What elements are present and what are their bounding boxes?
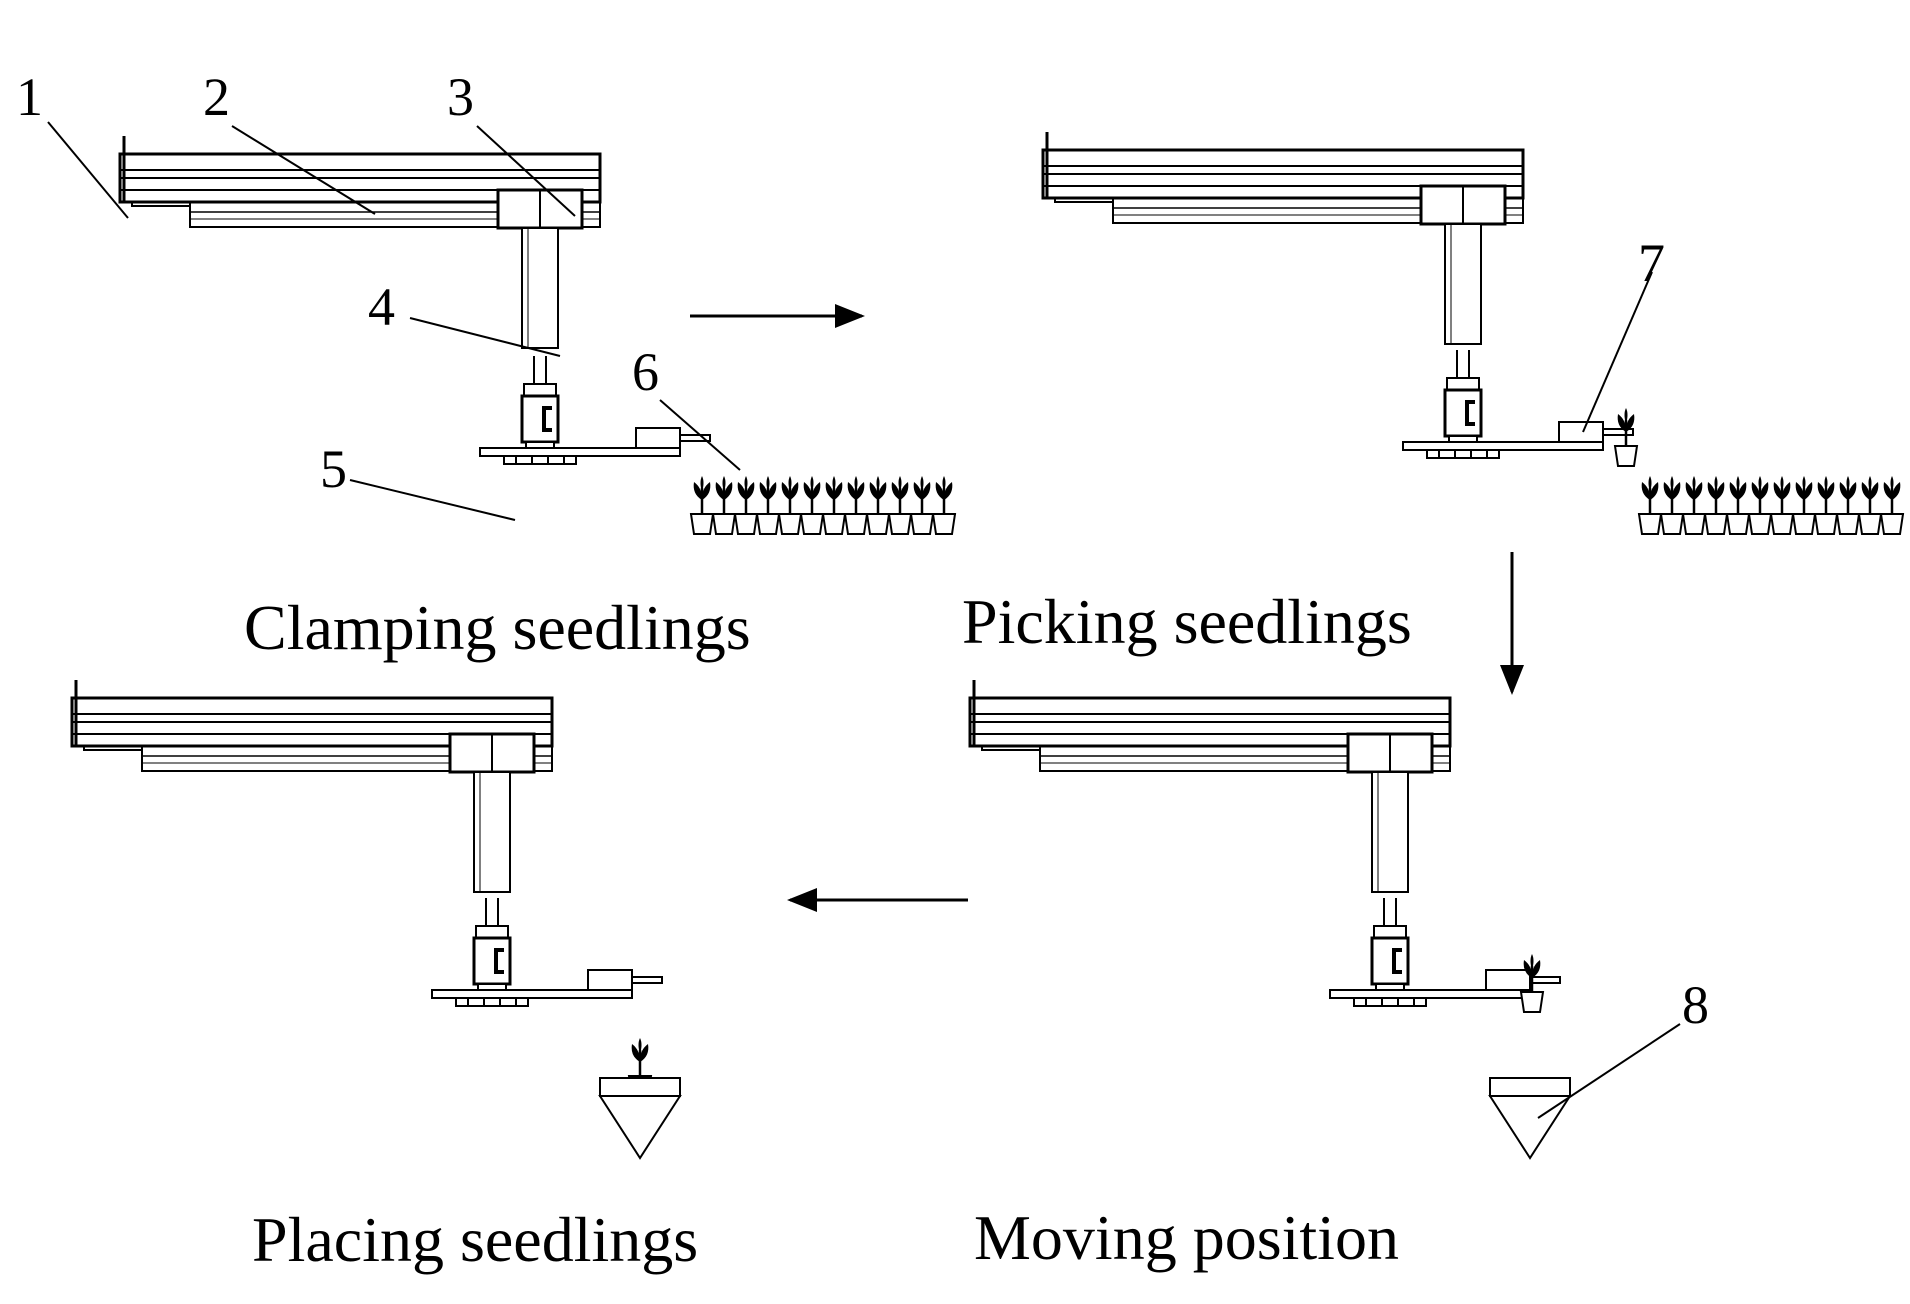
tray-seedling [1835,474,1861,536]
held-seedling-2 [1613,406,1639,468]
tray-seedling [1659,474,1685,536]
leader-1 [47,121,129,219]
end-effector-3 [1328,896,1562,1008]
caption-moving-position: Moving position [974,1202,1399,1273]
tray-seedling [1879,474,1905,536]
part-label-3: 3 [447,67,474,127]
panel-picking [1041,130,1905,536]
gantry-4 [70,678,554,894]
tray-seedling [1769,474,1795,536]
tray-seedling [821,474,847,536]
tray-seedling [733,474,759,536]
panel-clamping [118,134,957,536]
tray-seedling [1725,474,1751,536]
caption-clamping-seedlings: Clamping seedlings [244,592,751,663]
tray-seedling [931,474,957,536]
tray-seedling [909,474,935,536]
tray-seedling [887,474,913,536]
leader-4 [409,317,561,357]
seedling-tray-2 [1637,474,1905,536]
leader-2 [231,125,376,215]
tray-seedling [1813,474,1839,536]
leader-7 [1582,271,1653,433]
part-label-2: 2 [203,67,230,127]
panel-moving [968,678,1571,1159]
tray-seedling [689,474,715,536]
tray-seedling [1857,474,1883,536]
part-label-6: 6 [632,342,659,402]
tray-seedling [1681,474,1707,536]
end-effector-2 [1401,348,1635,460]
leader-3 [476,125,576,217]
part-label-4: 4 [368,277,395,337]
tray-seedling [843,474,869,536]
leader-5 [349,479,516,521]
gantry-3 [968,678,1452,894]
transplant-cup-3 [1489,1077,1571,1159]
tray-seedling [1791,474,1817,536]
tray-seedling [799,474,825,536]
seedling-tray-1 [689,474,957,536]
panel-placing [70,678,681,1159]
tray-seedling [777,474,803,536]
leader-6 [659,399,741,471]
leader-lines [47,121,1681,1119]
caption-placing-seedlings: Placing seedlings [252,1204,699,1275]
caption-picking-seedlings: Picking seedlings [962,586,1412,657]
tray-seedling [1703,474,1729,536]
gantry-1 [118,134,602,350]
gantry-2 [1041,130,1525,346]
end-effector-4 [430,896,664,1008]
tray-seedling [1637,474,1663,536]
transplant-cup-4 [599,1077,681,1159]
tray-seedling [755,474,781,536]
part-label-7: 7 [1638,233,1665,293]
leader-8 [1537,1023,1681,1119]
tray-seedling [711,474,737,536]
tray-seedling [1747,474,1773,536]
part-label-5: 5 [320,439,347,499]
part-label-8: 8 [1682,975,1709,1035]
tray-seedling [865,474,891,536]
end-effector-1 [478,354,712,466]
part-label-1: 1 [16,67,43,127]
panels-group [70,130,1905,1159]
